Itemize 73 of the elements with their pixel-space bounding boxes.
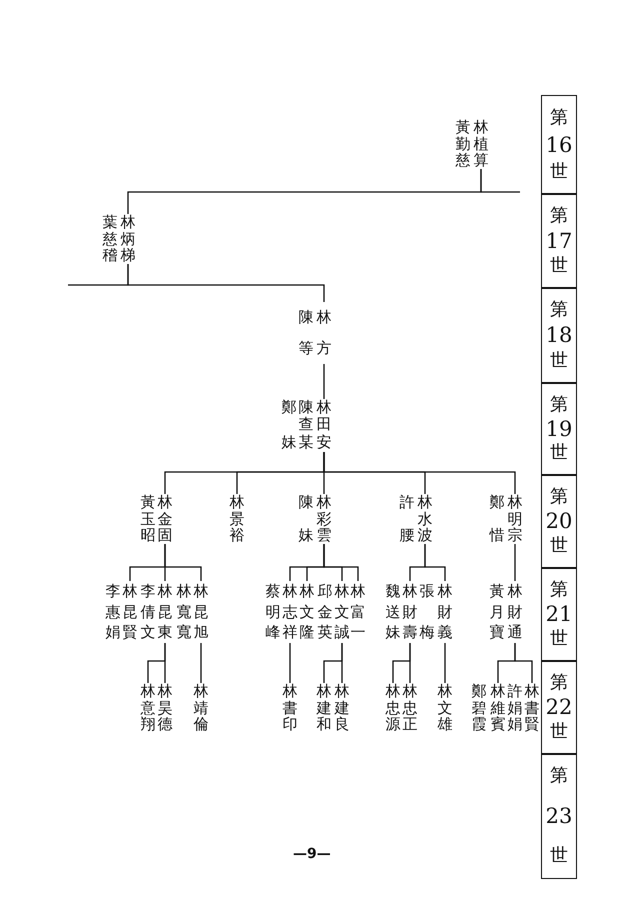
person-name: 林書印 [282, 683, 298, 733]
page-number: —9— [293, 846, 331, 862]
generation-label: 第23世 [541, 753, 577, 878]
connector-line [341, 643, 343, 683]
generation-label: 第21世 [541, 567, 577, 662]
person-name: 林靖倫 [193, 683, 209, 733]
spouse-name: 許娟娟 [507, 683, 523, 733]
generation-label: 第17世 [541, 193, 577, 288]
spouse-name: 林寬寬 [176, 581, 192, 643]
spouse-name: 鄭碧霞 [471, 683, 487, 733]
connector-line [323, 544, 359, 581]
spouse-name: 李惠娟 [105, 581, 121, 643]
person-name: 林忠源 [385, 683, 401, 733]
generation-label: 第22世 [541, 660, 577, 754]
spouse-name: 黃玉昭 [140, 494, 156, 544]
spouse-name: 陳妹 [298, 492, 314, 546]
person-name: 林財通 [507, 581, 523, 643]
generation-label: 第18世 [541, 287, 577, 384]
spouse-name: 陳等 [298, 307, 314, 359]
spouse-name: 張梅 [419, 581, 435, 643]
connector-line [409, 643, 411, 683]
spouse-name: 葉慈稽 [102, 214, 118, 264]
connector-line [164, 544, 202, 581]
person-name: 林明宗 [507, 494, 523, 544]
spouse-name: 李倩文 [140, 581, 156, 643]
person-name: 林水波 [417, 494, 433, 544]
person-name: 林昆賢 [122, 581, 138, 643]
generation-label: 第19世 [541, 382, 577, 476]
person-name: 林金固 [157, 494, 173, 544]
connector-line [323, 364, 325, 399]
person-name: 林昆東 [157, 581, 173, 643]
connector-line [424, 544, 446, 581]
connector-line [480, 169, 521, 193]
spouse-name: 魏送妹 [385, 581, 401, 643]
connector-line [514, 544, 516, 581]
spouse-name: 邱金英 [317, 581, 333, 643]
person-name: 林志祥 [282, 581, 298, 643]
person-name: 林方 [316, 302, 332, 364]
person-name: 林炳梯 [120, 214, 136, 264]
person-name: 林財壽 [402, 581, 418, 643]
person-name: 林書賢 [524, 683, 540, 733]
person-name: 林文雄 [437, 683, 453, 733]
person-name: 林彩雲 [316, 494, 332, 544]
connector-line [200, 643, 202, 683]
connector-line [514, 643, 533, 683]
generation-label: 第20世 [541, 474, 577, 568]
spouse-name: 陳查某 [298, 398, 314, 452]
person-name: 林忠正 [402, 683, 418, 733]
person-name: 林景裕 [229, 494, 245, 544]
person-name: 林文隆 [299, 581, 315, 643]
person-name: 林意翔 [140, 683, 156, 733]
spouse-name: 鄭惜 [489, 492, 505, 546]
generation-label: 第16世 [541, 95, 577, 194]
person-name: 林植算 [473, 119, 489, 169]
person-name: 林建和 [316, 683, 332, 733]
person-name: 林昊德 [157, 683, 173, 733]
person-name: 林維賓 [490, 683, 506, 733]
person-name: 林文誠 [334, 581, 350, 643]
person-name: 林田安 [316, 398, 332, 452]
connector-line [289, 643, 291, 683]
spouse-name: 蔡明峰 [265, 581, 281, 643]
person-name: 林昆旭 [193, 581, 209, 643]
spouse-name: 黃勤慈 [455, 119, 471, 169]
connector-line [67, 264, 129, 286]
person-name: 林富一 [350, 581, 366, 643]
connector-line [164, 643, 166, 683]
connector-line [323, 452, 516, 494]
person-name: 林建良 [334, 683, 350, 733]
spouse-name: 黃月寶 [489, 581, 505, 643]
spouse-name: 鄭妹 [281, 397, 297, 453]
person-name: 林財義 [437, 581, 453, 643]
connector-line [444, 643, 446, 683]
spouse-name: 許腰 [399, 492, 415, 546]
